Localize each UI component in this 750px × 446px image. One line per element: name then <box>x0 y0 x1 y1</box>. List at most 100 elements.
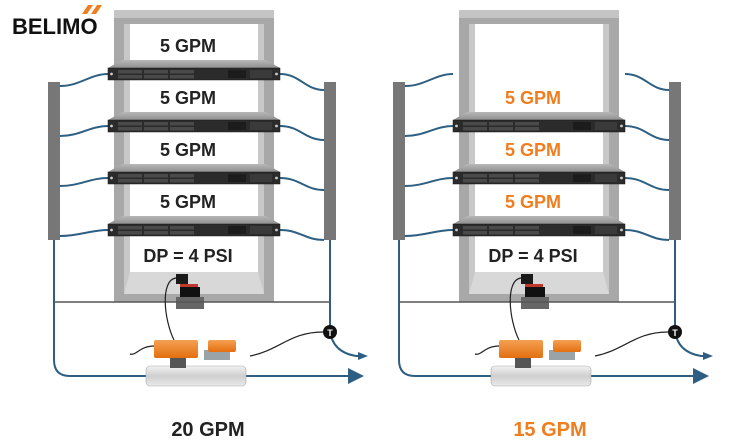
left-server-label-1: 5 GPM <box>160 36 216 56</box>
power-supply <box>250 70 272 78</box>
power-supply <box>595 122 617 130</box>
drive-bay <box>144 231 168 235</box>
power-supply <box>250 122 272 130</box>
valve-body <box>145 365 247 387</box>
drive-bay <box>144 70 168 74</box>
server-panel <box>228 122 246 130</box>
secondary-actuator <box>553 340 581 352</box>
rack-inner-post <box>469 24 475 294</box>
main-actuator <box>499 340 543 358</box>
drive-bay <box>515 127 539 131</box>
rack-screw <box>275 176 278 180</box>
right-manifold <box>669 82 681 240</box>
right-server-label-2: 5 GPM <box>505 140 561 160</box>
dp-sensor-head <box>521 274 533 284</box>
rack-screw <box>110 176 113 180</box>
valve-neck <box>515 358 531 368</box>
rack-screw <box>275 72 278 76</box>
drive-bay <box>144 122 168 126</box>
supply-hose <box>59 177 109 187</box>
drive-bay <box>170 70 194 74</box>
dp-sensor-body <box>180 287 200 297</box>
server-top <box>108 164 280 172</box>
server-top <box>453 216 625 224</box>
drive-bay <box>463 179 487 183</box>
return-hose <box>279 229 325 241</box>
power-supply <box>250 226 272 234</box>
supply-hose <box>404 177 454 187</box>
drive-bay <box>170 127 194 131</box>
left-server-label-2: 5 GPM <box>160 88 216 108</box>
right-rack-system: T <box>393 10 713 387</box>
left-dp-label: DP = 4 PSI <box>143 246 232 266</box>
temperature-sensor: T <box>323 325 337 339</box>
right-server-label-3: 5 GPM <box>505 192 561 212</box>
right-rack-labels: 5 GPM 5 GPM 5 GPM DP = 4 PSI 15 GPM <box>488 88 586 441</box>
drive-bay <box>489 174 513 178</box>
secondary-actuator-base <box>204 350 230 360</box>
drive-bay <box>463 226 487 230</box>
right-manifold <box>324 82 336 240</box>
supply-hose <box>404 73 454 87</box>
logo-text: BELIMO <box>12 14 98 39</box>
dp-sensor-base <box>521 297 549 309</box>
return-hose <box>279 73 325 91</box>
valve-body <box>490 365 592 387</box>
drive-bay <box>489 179 513 183</box>
rack-top <box>114 10 274 18</box>
temperature-sensor-icon <box>668 325 682 339</box>
power-supply <box>595 226 617 234</box>
return-hose <box>624 125 670 141</box>
server-top <box>108 60 280 68</box>
rack-floor <box>124 272 264 294</box>
right-server-label-1: 5 GPM <box>505 88 561 108</box>
drive-bay <box>515 122 539 126</box>
rack-top <box>459 10 619 18</box>
actuator-cable <box>474 345 500 355</box>
drive-bay <box>118 75 142 79</box>
server-unit <box>452 216 626 237</box>
dp-cable <box>509 277 522 341</box>
left-total-flow-label: 20 GPM <box>171 419 244 441</box>
left-server-label-4: 5 GPM <box>160 192 216 212</box>
drive-bay <box>515 179 539 183</box>
drive-bay <box>118 226 142 230</box>
rack-screw <box>110 228 113 232</box>
drive-bay <box>144 127 168 131</box>
temp-cable <box>249 331 324 357</box>
supply-pipe <box>53 240 364 384</box>
drive-bay <box>489 231 513 235</box>
server-top <box>453 164 625 172</box>
rack-screw <box>455 124 458 128</box>
power-supply <box>250 174 272 182</box>
drive-bay <box>144 174 168 178</box>
left-server-label-3: 5 GPM <box>160 140 216 160</box>
drive-bay <box>170 174 194 178</box>
server-unit <box>452 164 626 185</box>
rack-screw <box>620 124 623 128</box>
drive-bay <box>118 174 142 178</box>
rack-inner-post <box>603 24 609 294</box>
main-actuator <box>154 340 198 358</box>
left-rack-labels: 5 GPM 5 GPM 5 GPM 5 GPM DP = 4 PSI 20 GP… <box>143 36 244 441</box>
temperature-sensor-label: T <box>327 328 333 338</box>
drive-bay <box>118 127 142 131</box>
rack-screw <box>455 176 458 180</box>
drive-bay <box>144 226 168 230</box>
server-panel <box>228 70 246 78</box>
dp-cable <box>164 277 177 341</box>
valve-neck <box>170 358 186 368</box>
rack-screw <box>110 124 113 128</box>
supply-hose <box>404 125 454 137</box>
return-pipe <box>329 240 364 357</box>
drive-bay <box>118 179 142 183</box>
dp-sensor-base <box>176 297 204 309</box>
drive-bay <box>170 75 194 79</box>
server-top <box>453 112 625 120</box>
rack-screw <box>620 176 623 180</box>
dp-sensor-head <box>176 274 188 284</box>
drive-bay <box>489 122 513 126</box>
rack-floor <box>469 272 609 294</box>
return-arrow-icon <box>358 352 368 360</box>
